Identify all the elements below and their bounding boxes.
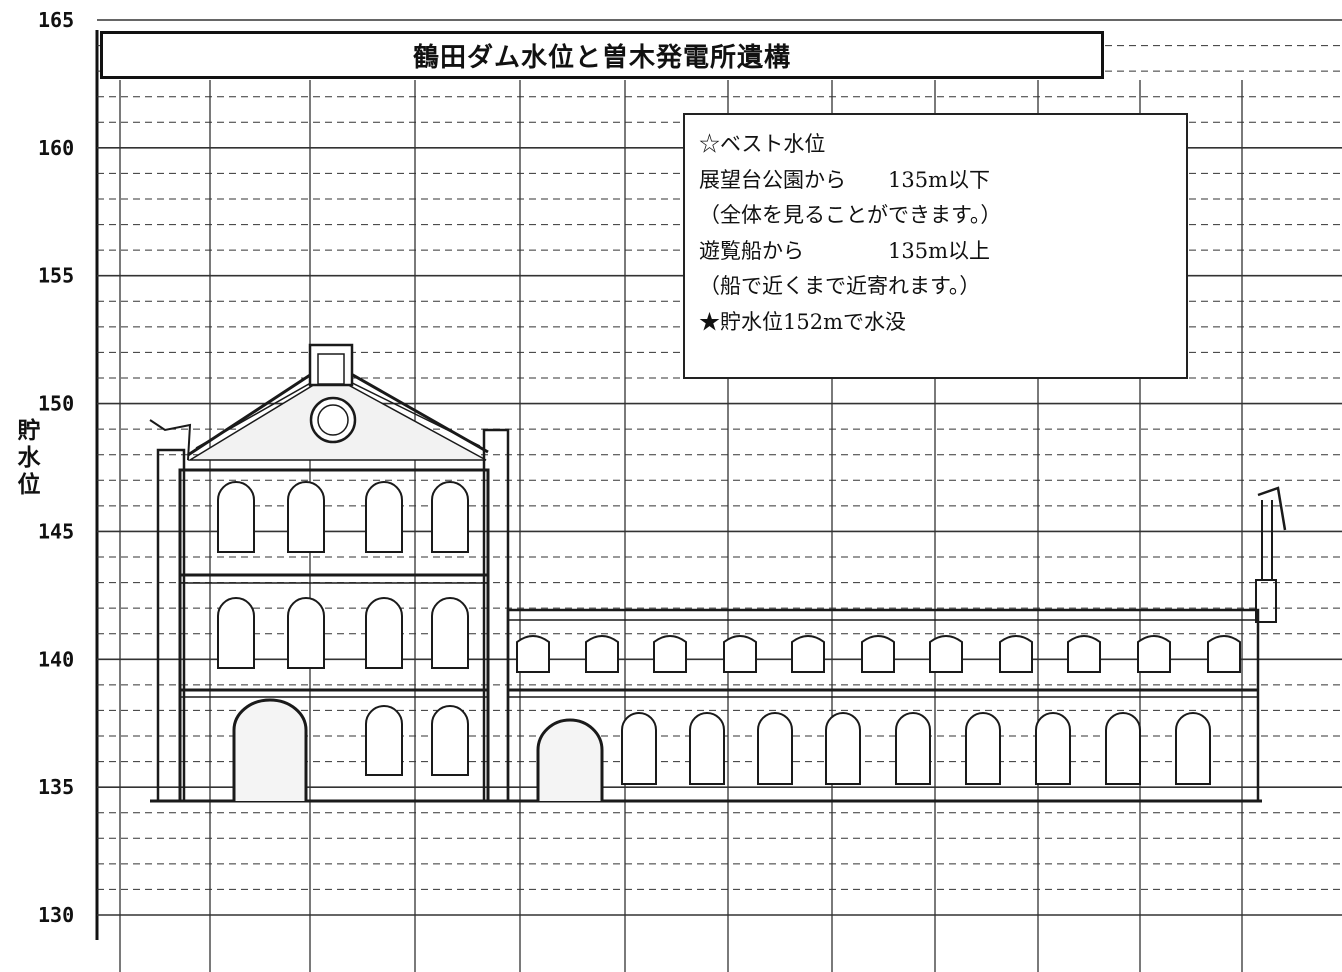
y-tick-label: 130 [38, 903, 74, 927]
wing-arched-window [1105, 712, 1141, 785]
note-submerged-level: ★貯水位152mで水没 [699, 309, 906, 334]
y-axis-label: 貯水位 [17, 418, 41, 498]
wing-upper-window [1137, 635, 1171, 673]
y-tick-label: 135 [38, 775, 74, 799]
wing-arched-window [757, 712, 793, 785]
note-sightseeing-boat: 遊覧船から 135m以上 [699, 238, 990, 263]
wing-arched-window [1175, 712, 1211, 785]
wing-arched-window [621, 712, 657, 785]
note-observatory-park: 展望台公園から 135m以下 [699, 167, 990, 192]
wing-upper-window [929, 635, 963, 673]
wing-upper-window [1207, 635, 1241, 673]
y-tick-label: 140 [38, 647, 74, 671]
wing-arched-window [689, 712, 725, 785]
soki-power-station-drawing [149, 343, 1287, 803]
y-tick-label: 150 [38, 392, 74, 416]
y-tick-label: 165 [38, 8, 74, 32]
y-tick-label: 160 [38, 136, 74, 160]
diagram-title: 鶴田ダム水位と曽木発電所遺構 [412, 42, 791, 73]
wing-upper-window [861, 635, 895, 673]
wing-arched-window [825, 712, 861, 785]
note-boat-detail: （船で近くまで近寄れます。） [699, 274, 981, 298]
wing-upper-window [1067, 635, 1101, 673]
wing-upper-window [653, 635, 687, 673]
wing-arched-window [965, 712, 1001, 785]
wing-upper-window [723, 635, 757, 673]
title-box: 鶴田ダム水位と曽木発電所遺構 [100, 31, 1104, 79]
wing-upper-window [999, 635, 1033, 673]
wing-upper-window [585, 635, 619, 673]
best-water-level-note: ☆ベスト水位 展望台公園から 135m以下 （全体を見ることができます。） 遊覧… [683, 113, 1188, 379]
wing-arched-window [1035, 712, 1071, 785]
y-tick-label: 145 [38, 519, 74, 543]
wing-arched-window [895, 712, 931, 785]
wing-upper-window [791, 635, 825, 673]
wing-upper-window [516, 635, 550, 673]
note-observatory-detail: （全体を見ることができます。） [699, 203, 1002, 227]
y-tick-label: 155 [38, 264, 74, 288]
note-heading: ☆ベスト水位 [699, 132, 826, 156]
y-axis-ticks: 165 160 155 150 145 140 135 130 [38, 8, 74, 927]
